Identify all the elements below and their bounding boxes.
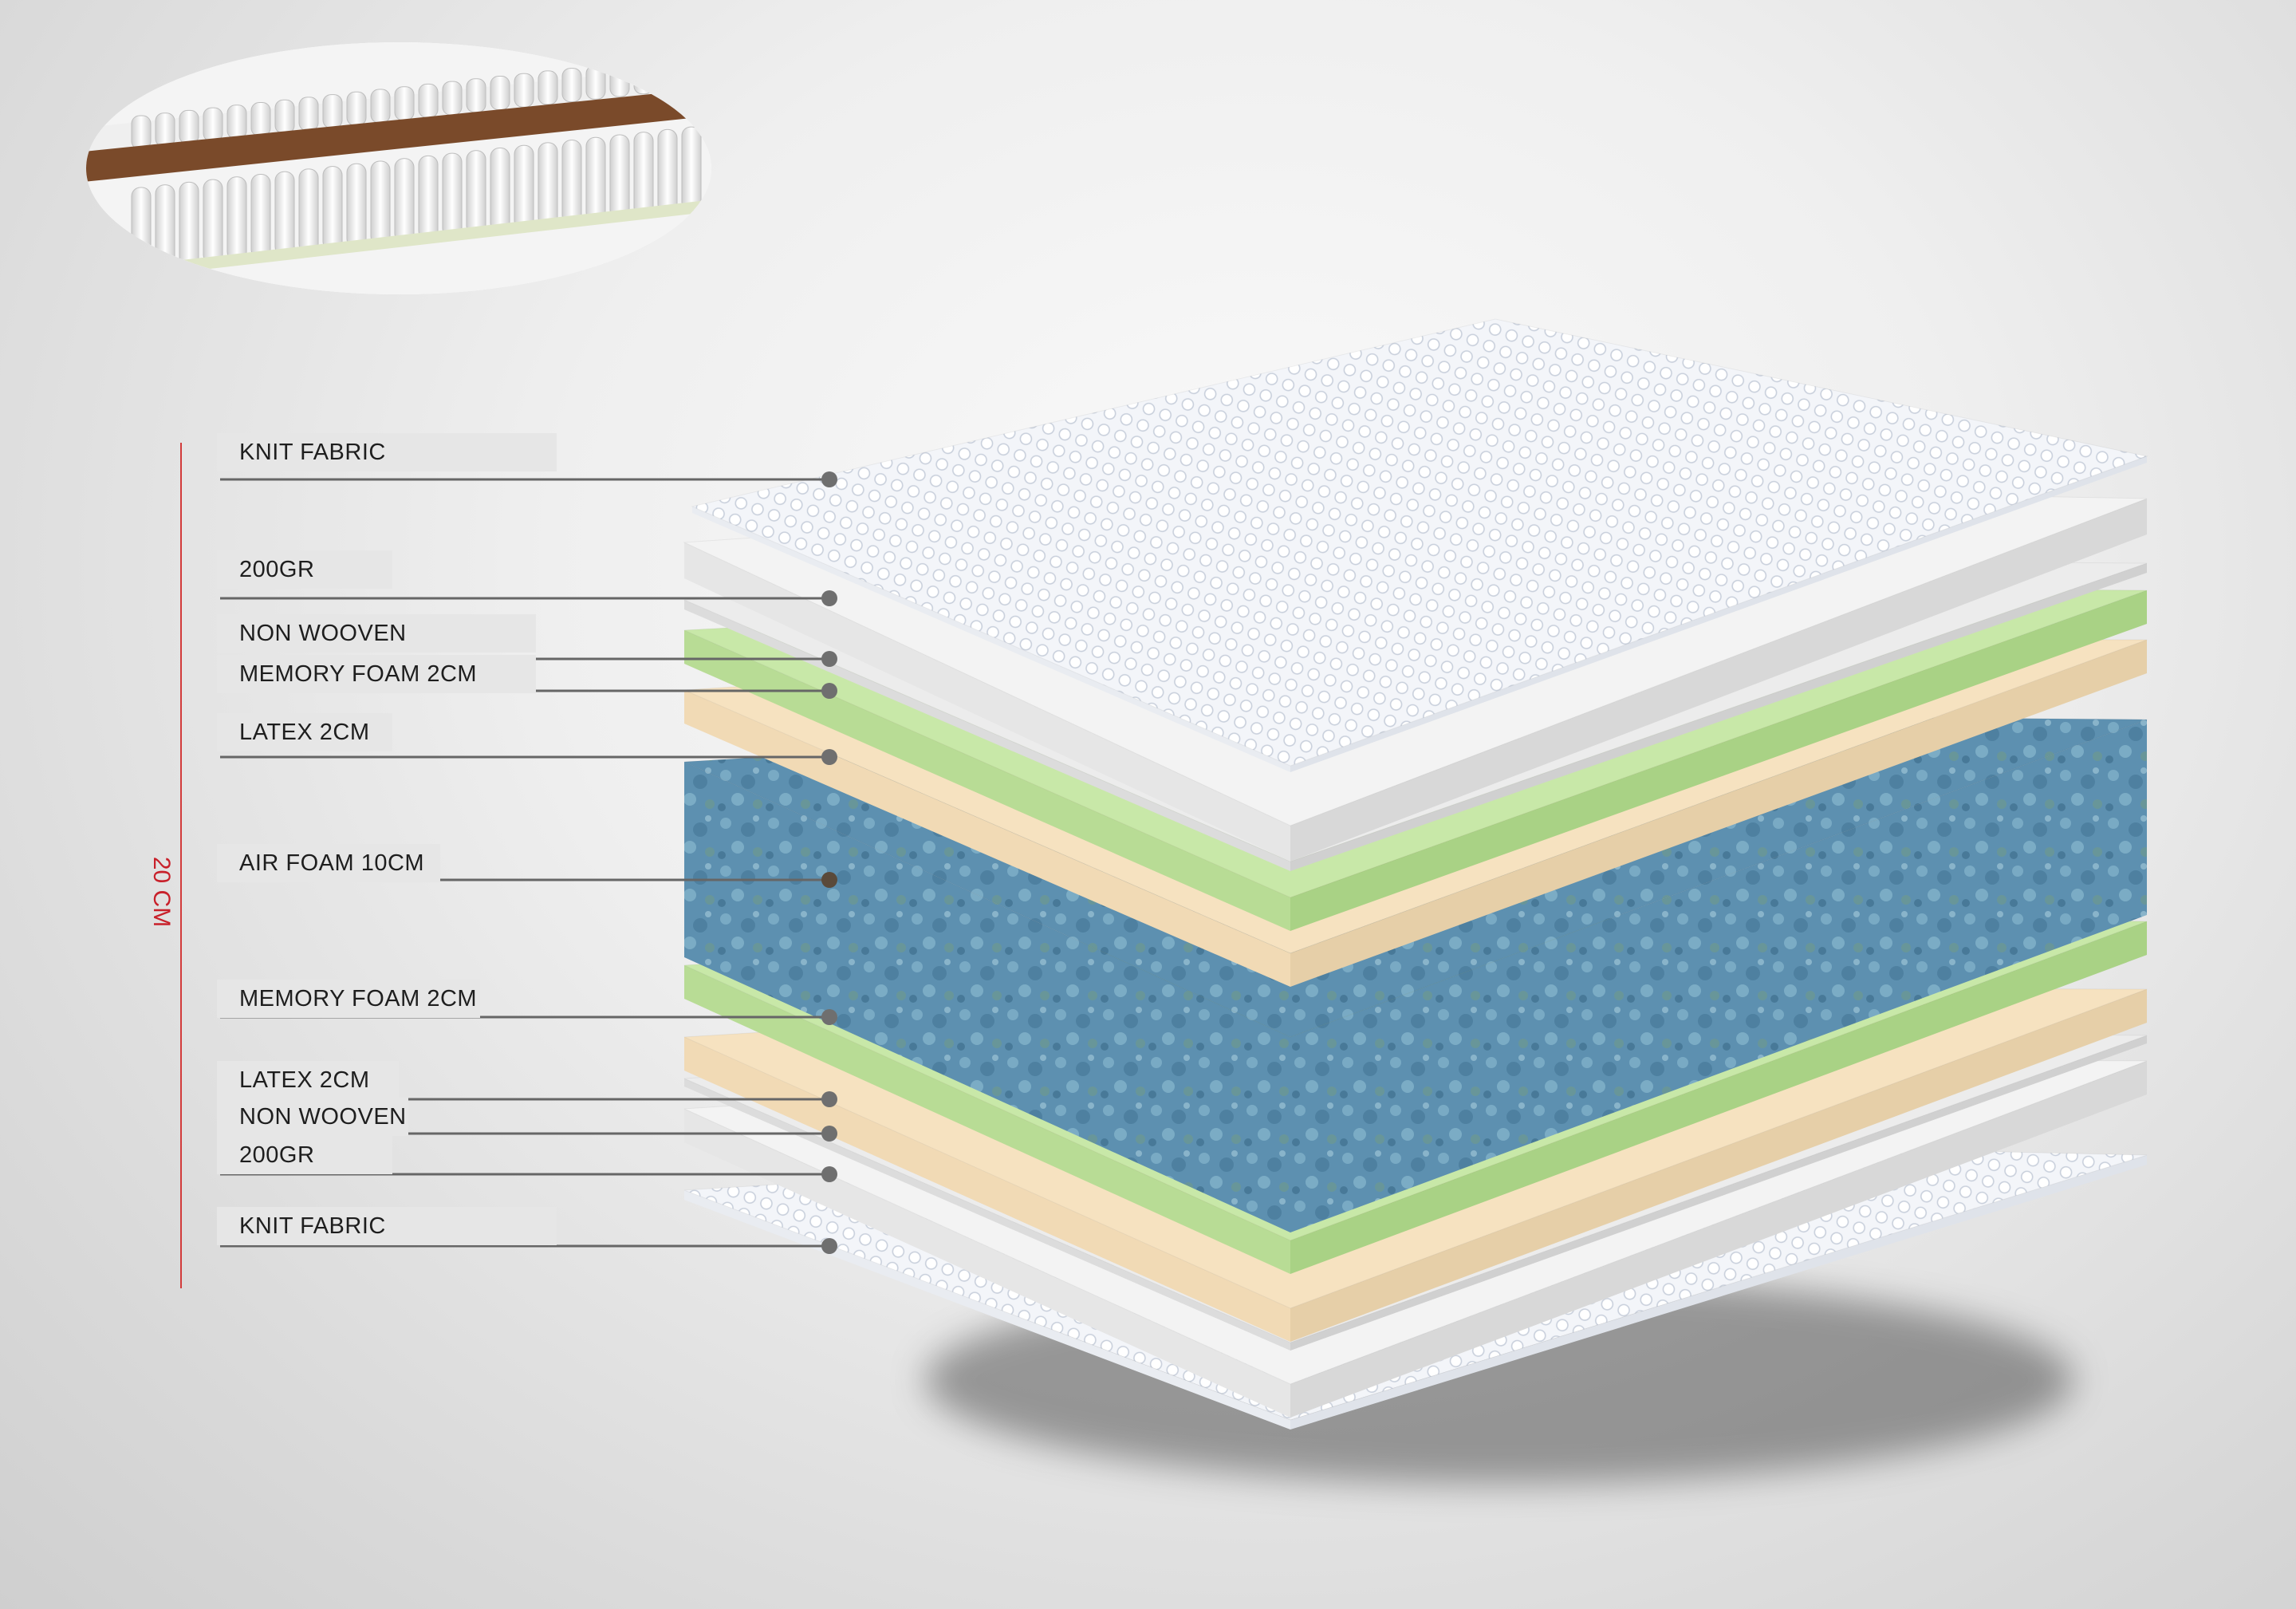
layer-knit-fabric-top (691, 318, 2148, 772)
leader-dot (821, 590, 837, 606)
spring-pocket (561, 68, 582, 103)
leader-dot (821, 471, 837, 487)
layer-label: NON WOOVEN (217, 614, 536, 653)
layer-label: 200GR (217, 1136, 392, 1174)
layer-label: LATEX 2CM (217, 713, 392, 751)
layer-label: KNIT FABRIC (217, 1207, 557, 1245)
leader-dot (821, 749, 837, 765)
leader-dot (821, 1091, 837, 1107)
leader-dot (821, 683, 837, 699)
leader-dot (821, 872, 837, 888)
leader-dot (821, 1126, 837, 1142)
leader-dot (821, 1166, 837, 1182)
leader-dot (821, 1238, 837, 1254)
spring-pocket (538, 70, 558, 105)
leader-dot (821, 1009, 837, 1025)
layer-label: KNIT FABRIC (217, 433, 557, 471)
layer-label: MEMORY FOAM 2CM (217, 980, 480, 1018)
pocket-spring-inset-image (86, 42, 711, 294)
layer-label: AIR FOAM 10CM (217, 844, 440, 882)
height-marker-line (180, 443, 182, 1288)
leader-dot (821, 651, 837, 667)
layer-label: 200GR (217, 550, 392, 589)
height-label-text: 20 CM (148, 856, 175, 928)
layer-label: LATEX 2CM (217, 1061, 399, 1099)
layer-label: MEMORY FOAM 2CM (217, 655, 536, 693)
layer-label: NON WOOVEN (217, 1098, 408, 1136)
